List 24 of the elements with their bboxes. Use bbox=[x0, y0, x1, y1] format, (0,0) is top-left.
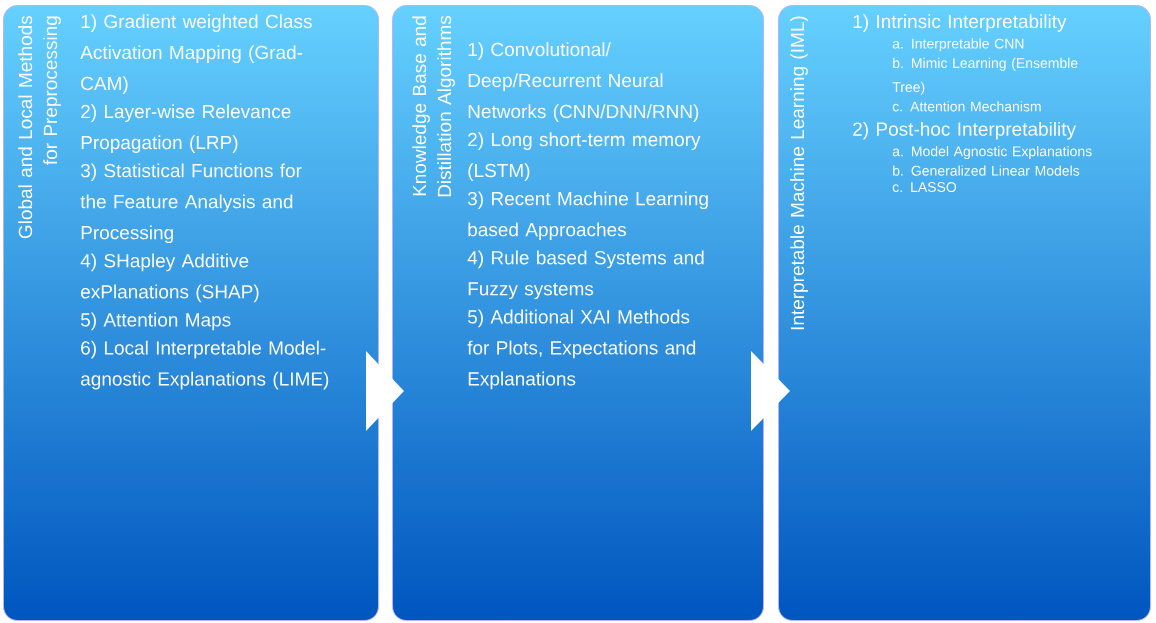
panel-title: Knowledge Base and Distillation Algorithms bbox=[412, 15, 455, 197]
list-item: 2) Layer-wise Relevance Propagation (LRP) bbox=[81, 104, 291, 153]
arrow bbox=[751, 351, 790, 431]
list-item: b. Mimic Learning (Ensemble Tree) bbox=[892, 57, 1078, 95]
list-item: 4) Rule based Systems and Fuzzy systems bbox=[467, 250, 704, 300]
list-item: a. Interpretable CNN bbox=[892, 38, 1024, 52]
arrow bbox=[366, 351, 404, 431]
list-item: a. Model Agnostic Explanations bbox=[892, 146, 1092, 160]
list-item: b. Generalized Linear Models bbox=[893, 165, 1080, 176]
list-item: c. LASSO bbox=[892, 182, 957, 193]
list-item: 3) Statistical Functions for the Feature Analysis and Processing bbox=[80, 163, 302, 244]
panel-title: Interpretable Machine Learning (IML) bbox=[790, 16, 808, 330]
list-item: 1) Intrinsic Interpretability bbox=[853, 14, 1067, 32]
list-item: 2) Long short-term memory (LSTM) bbox=[468, 132, 701, 181]
list-item: 6) Local Interpretable Model-agnostic Explanations (LIME) bbox=[81, 340, 329, 390]
list-item: 1) Convolutional/ Deep/Recurrent Neural Networks (CNN/DNN/RNN) bbox=[468, 42, 699, 122]
list-item: 5) Additional XAI Methods for Plots, Expectations and Explanations bbox=[467, 309, 696, 390]
panel-title: Global and Local Methods for Preprocessing bbox=[18, 15, 61, 239]
list-item: 5) Attention Maps bbox=[80, 312, 231, 331]
list-item: 4) SHapley Additive exPlanations (SHAP) bbox=[80, 253, 259, 303]
list-item: 3) Recent Machine Learning based Approaches bbox=[467, 191, 708, 241]
list-item: c. Attention Mechanism bbox=[892, 101, 1041, 112]
list-item: 1) Gradient weighted Class Activation Mapping (Grad-CAM) bbox=[80, 14, 312, 94]
list-item: 2) Post-hoc Interpretability bbox=[853, 121, 1076, 140]
